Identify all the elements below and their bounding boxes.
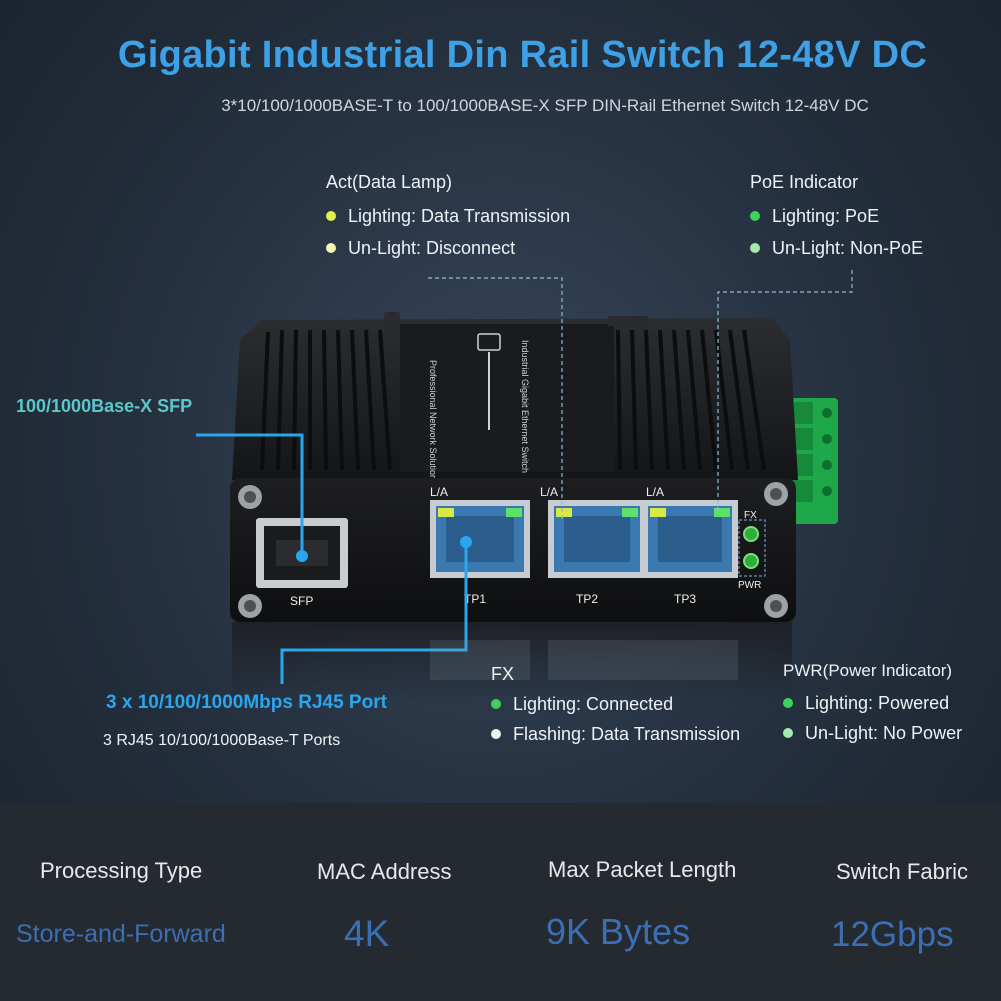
fx-item: Flashing: Data Transmission (491, 724, 740, 745)
poe-item-label: Lighting: PoE (772, 206, 880, 226)
cooling-fins-right (616, 329, 766, 471)
pale-green-dot-icon (783, 728, 793, 739)
rj45-callout-sub: 3 RJ45 10/100/1000Base-T Ports (103, 732, 341, 749)
pwr-item-label: Lighting: Powered (805, 693, 950, 713)
din-clip (384, 312, 400, 328)
fx-led-label: FX (744, 510, 757, 521)
rj45-port-1 (430, 500, 530, 578)
act-item: Lighting: Data Transmission (326, 206, 570, 227)
yellow-dot-icon (326, 211, 336, 222)
specs-band: Processing Type Store-and-Forward MAC Ad… (0, 803, 1001, 1001)
screw-icon (238, 594, 262, 618)
spec-name-packet: Max Packet Length (548, 857, 737, 882)
din-clip (608, 316, 648, 326)
rj45-callout-line (280, 542, 468, 684)
rj45-callout-dot (460, 536, 472, 548)
cooling-fins-left (260, 329, 392, 471)
fx-item: Lighting: Connected (491, 694, 740, 715)
poe-item-label: Un-Light: Non-PoE (772, 238, 924, 258)
green-dot-icon (750, 211, 760, 222)
spec-value-fabric: 12Gbps (831, 915, 954, 954)
rj45-callout-label: 3 x 10/100/1000Mbps RJ45 Port (106, 692, 387, 713)
spec-value-processing: Store-and-Forward (16, 920, 226, 948)
act-item-label: Un-Light: Disconnect (348, 238, 516, 258)
pale-yellow-dot-icon (326, 243, 336, 254)
fx-legend: FX Lighting: Connected Flashing: Data Tr… (491, 664, 740, 745)
pwr-heading: PWR(Power Indicator) (783, 661, 953, 680)
pwr-legend: PWR(Power Indicator) Lighting: Powered U… (783, 661, 962, 744)
pale-green-dot-icon (750, 243, 760, 254)
port-la-label: L/A (646, 485, 664, 499)
poe-heading: PoE Indicator (750, 172, 859, 192)
fx-led-icon (743, 526, 759, 542)
device-reflection (232, 622, 792, 702)
pwr-item-label: Un-Light: No Power (805, 723, 963, 743)
spec-value-packet: 9K Bytes (546, 911, 691, 952)
fx-item-label: Lighting: Connected (513, 694, 674, 714)
screw-icon (238, 485, 262, 509)
sfp-callout-label: 100/1000Base-X SFP (16, 396, 193, 416)
pwr-item: Un-Light: No Power (783, 723, 962, 744)
poe-item: Un-Light: Non-PoE (750, 238, 923, 259)
ethernet-logo-icon (477, 333, 501, 351)
sfp-port-label: SFP (290, 594, 313, 608)
spec-name-mac: MAC Address (317, 859, 452, 884)
spec-value-mac: 4K (344, 913, 390, 954)
green-dot-icon (783, 698, 793, 709)
act-legend: Act(Data Lamp) Lighting: Data Transmissi… (326, 172, 570, 259)
pwr-led-label: PWR (738, 580, 761, 591)
switch-illustration: Industrial Gigabit Ethernet Switch Profe… (196, 270, 853, 702)
screw-icon (764, 594, 788, 618)
act-item-label: Lighting: Data Transmission (348, 206, 571, 226)
page-subtitle: 3*10/100/1000BASE-T to 100/1000BASE-X SF… (221, 96, 869, 115)
port-label-tp1: TP1 (464, 592, 486, 606)
pwr-led-icon (743, 553, 759, 569)
act-item: Un-Light: Disconnect (326, 238, 570, 259)
spec-name-fabric: Switch Fabric (836, 859, 969, 884)
fx-item-label: Flashing: Data Transmission (513, 724, 741, 744)
rj45-port-2 (548, 500, 646, 578)
sfp-callout-dot (296, 550, 308, 562)
sfp-callout-line (196, 433, 304, 554)
device-top-text: Professional Network Solution (428, 360, 438, 480)
rj45-port-3 (642, 500, 738, 578)
poe-item: Lighting: PoE (750, 206, 923, 227)
pwr-item: Lighting: Powered (783, 693, 962, 714)
port-label-tp3: TP3 (674, 592, 696, 606)
device-reflection-ports (430, 640, 738, 680)
device-top-text: Industrial Gigabit Ethernet Switch (520, 340, 530, 473)
spec-name-processing: Processing Type (40, 858, 203, 883)
page-title: Gigabit Industrial Din Rail Switch 12-48… (117, 34, 928, 76)
led-highlight-box (738, 519, 766, 577)
poe-legend: PoE Indicator Lighting: PoE Un-Light: No… (750, 172, 923, 259)
fx-heading: FX (491, 664, 515, 684)
device-label-panel (400, 324, 614, 472)
green-dot-icon (491, 699, 501, 710)
poe-callout-line (717, 270, 853, 512)
white-dot-icon (491, 729, 501, 740)
act-callout-line (428, 277, 563, 520)
port-la-label: L/A (540, 485, 558, 499)
act-heading: Act(Data Lamp) (326, 172, 453, 192)
screw-icon (764, 482, 788, 506)
port-label-tp2: TP2 (576, 592, 598, 606)
port-la-label: L/A (430, 485, 448, 499)
